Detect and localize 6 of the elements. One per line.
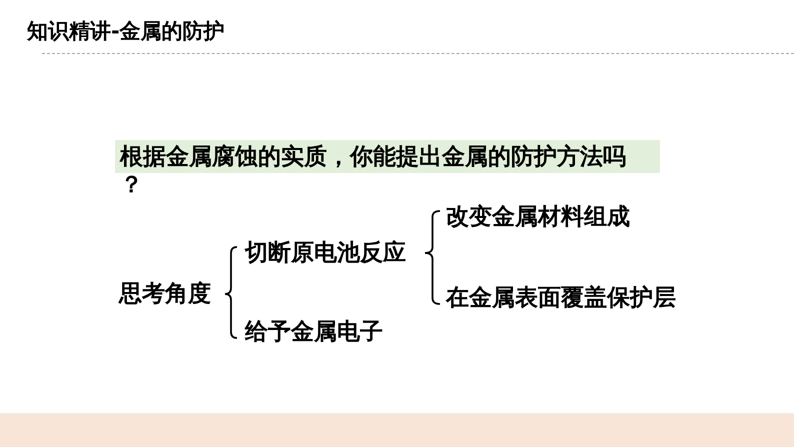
branch-label: 切断原电池反应	[237, 238, 425, 268]
branch-label: 给予金属电子	[237, 317, 383, 347]
topic-label: 思考角度	[119, 279, 225, 309]
slide-title: 知识精讲-金属的防护	[27, 18, 225, 45]
branch-label: 在金属表面覆盖保护层	[440, 283, 676, 313]
branch-label: 改变金属材料组成	[440, 202, 630, 232]
